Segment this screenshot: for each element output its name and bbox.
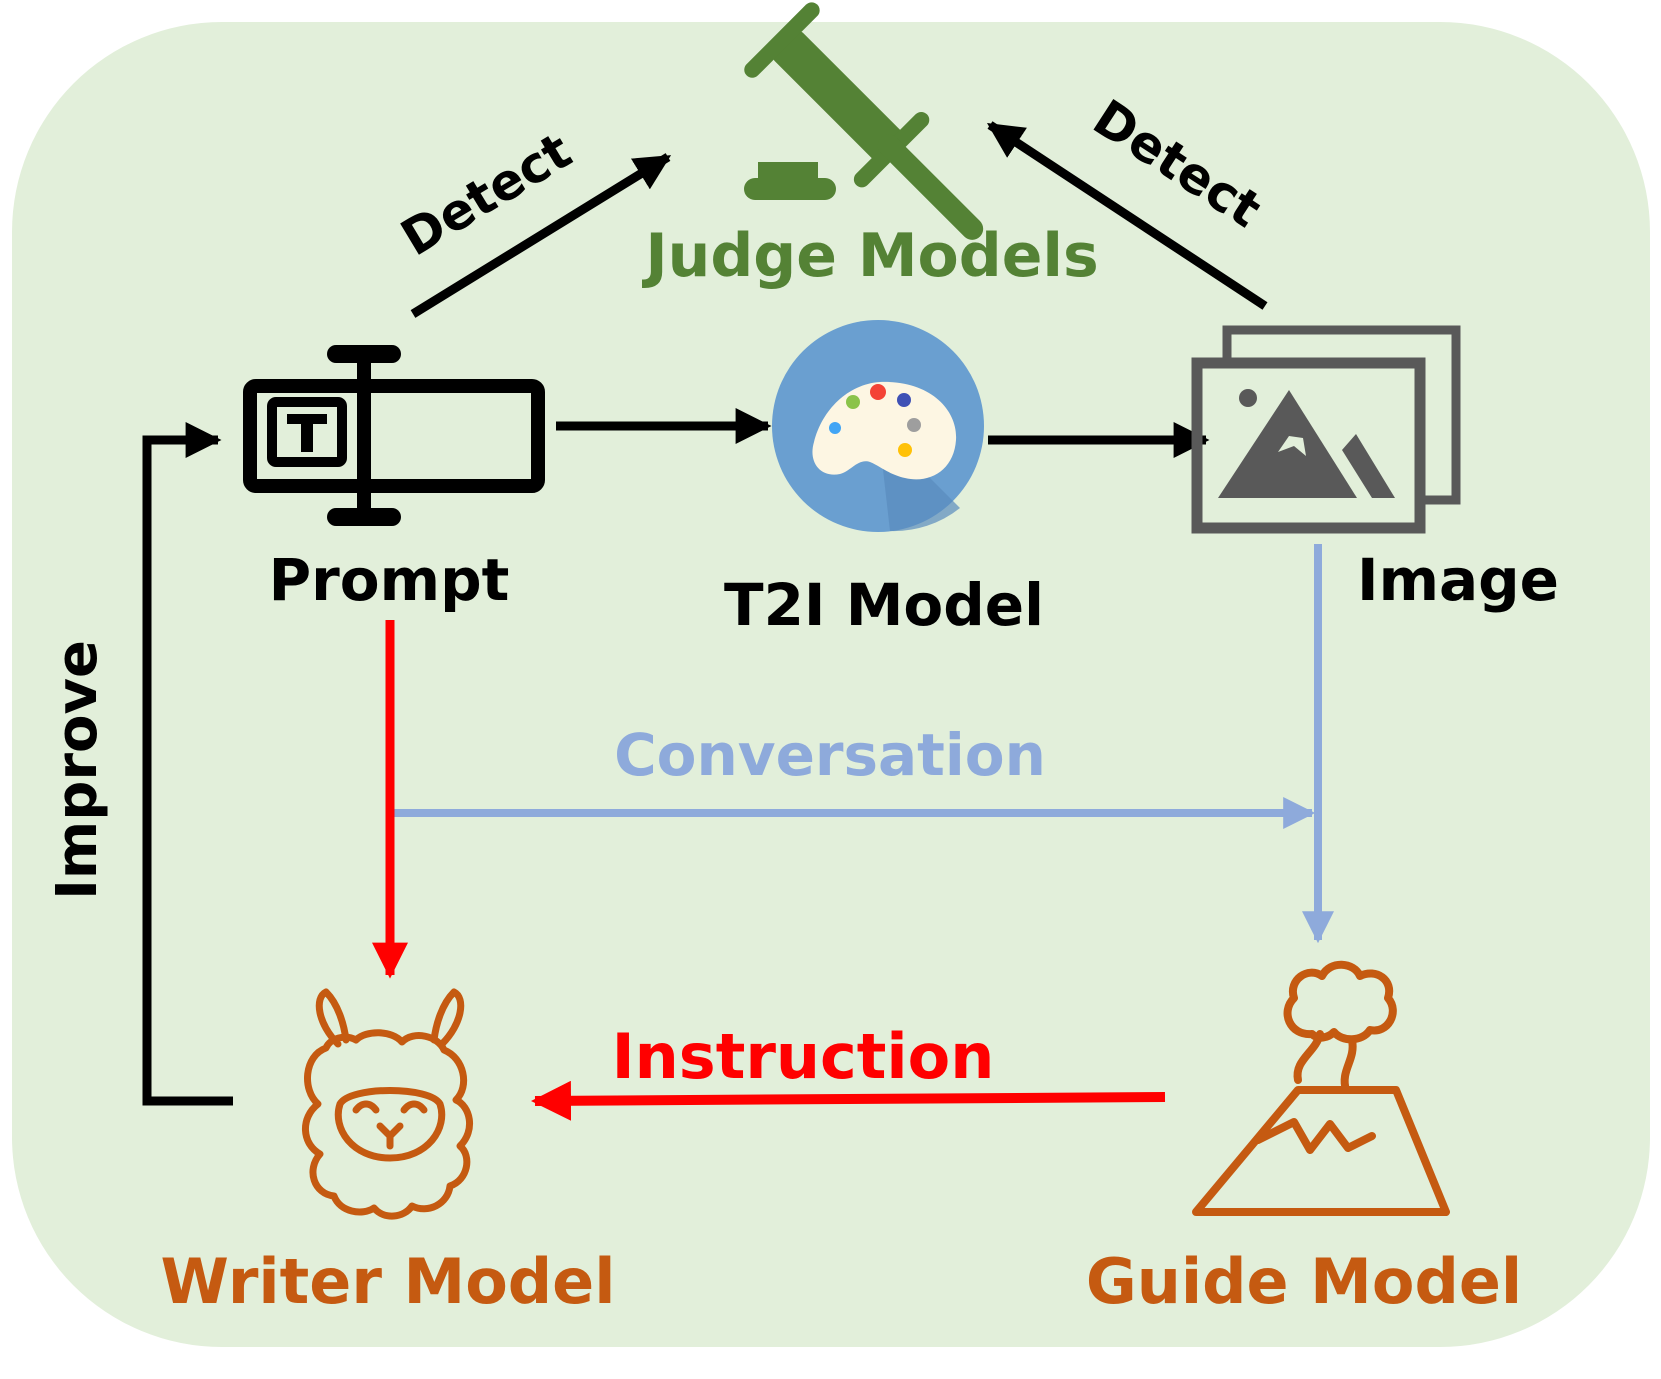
palette-icon xyxy=(772,320,984,532)
improve-label: Improve xyxy=(45,640,110,900)
gavel-icon xyxy=(744,2,984,240)
writer-model-label: Writer Model xyxy=(161,1245,616,1318)
image-label: Image xyxy=(1357,546,1559,614)
llama-icon xyxy=(302,988,473,1220)
detect-arrow-right xyxy=(986,121,1268,310)
guide-model-label: Guide Model xyxy=(1086,1245,1522,1318)
judge-models-label: Judge Models xyxy=(641,221,1098,291)
improve-arrow xyxy=(142,422,233,1106)
instruction-label: Instruction xyxy=(612,1020,995,1093)
conversation-label: Conversation xyxy=(614,721,1046,789)
t2i-model-label: T2I Model xyxy=(724,571,1044,639)
image-gallery-icon xyxy=(1191,325,1461,534)
prompt-label: Prompt xyxy=(269,546,510,614)
detect-arrow-left xyxy=(410,153,672,318)
volcano-icon xyxy=(1192,960,1450,1216)
background-panel xyxy=(12,22,1650,1347)
instruction-arrow xyxy=(531,1080,1166,1121)
text-cursor-icon xyxy=(243,345,545,526)
